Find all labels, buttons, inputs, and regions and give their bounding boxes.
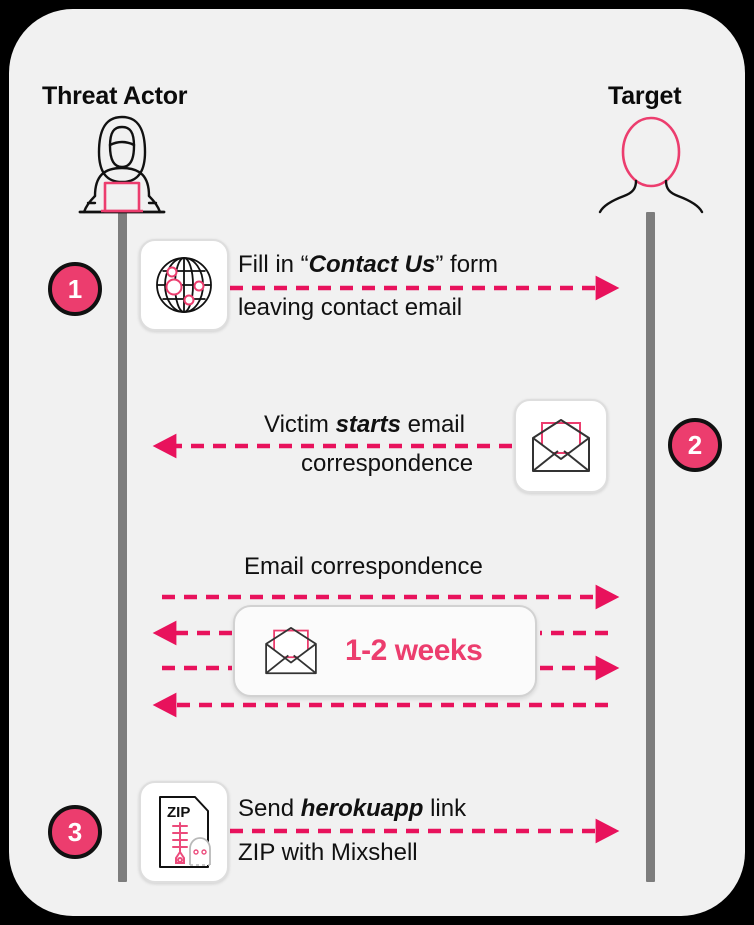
message-step-2-line-2: correspondence [301,450,474,477]
message-step-3-suffix: link [423,795,467,822]
step-badge-1[interactable]: 1 [48,262,102,316]
message-step-2-emphasis: starts [335,411,401,438]
open-envelope-icon [265,627,317,675]
open-envelope-icon [532,419,590,472]
message-step-1-line-1: Fill in “Contact Us” form [238,252,498,277]
message-step-2-line-1: Victim starts email [264,412,465,437]
lifeline-target [646,212,655,882]
icon-card-zip-file[interactable]: ZIP [139,781,229,883]
icon-card-globe[interactable] [139,239,229,331]
icon-card-envelope[interactable] [514,399,608,493]
globe-network-icon [156,257,212,313]
message-step-1-line-2: leaving contact email [238,294,463,321]
message-step-1-prefix: Fill in “ [238,251,309,278]
lifeline-threat-actor [118,212,127,882]
message-step-3-line-1: Send herokuapp link [238,796,466,821]
zip-file-malware-icon: ZIP [159,796,211,868]
duration-box[interactable]: 1-2 weeks [233,605,537,697]
message-step-3-emphasis: herokuapp [300,795,424,822]
actor-label-target: Target [608,82,682,110]
actor-label-threat-actor: Threat Actor [42,82,188,110]
message-step-2-prefix: Victim [264,411,336,438]
message-email-correspondence: Email correspondence [244,553,483,580]
message-step-3-prefix: Send [238,795,301,822]
svg-text:ZIP: ZIP [167,804,190,821]
message-step-1-emphasis: Contact Us [308,251,436,278]
step-badge-3[interactable]: 3 [48,805,102,859]
message-step-2-suffix: email [400,411,465,438]
message-step-3-line-2: ZIP with Mixshell [238,839,418,866]
step-badge-2[interactable]: 2 [668,418,722,472]
duration-label: 1-2 weeks [345,634,483,667]
message-step-1-suffix: ” form [435,251,499,278]
